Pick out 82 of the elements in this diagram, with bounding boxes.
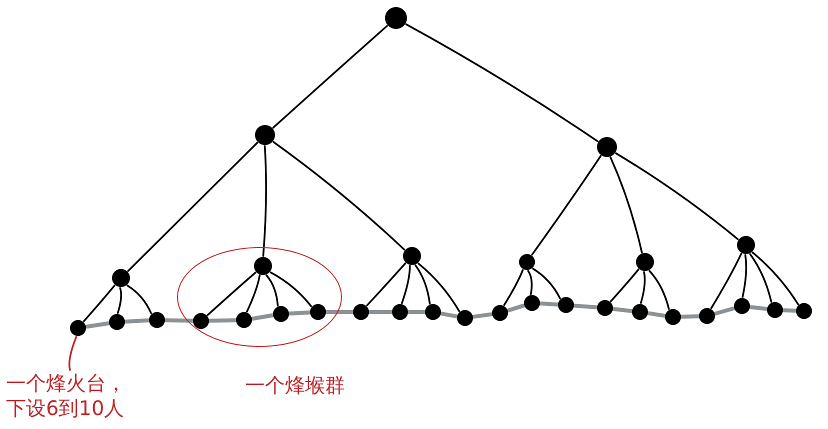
dot-node [193,313,209,329]
dot-node [236,312,252,328]
branch-line [266,274,279,306]
road-line [368,310,393,314]
road-line [748,305,768,311]
dot-node [149,312,165,328]
road-line [472,312,494,319]
dot-node [519,254,535,270]
branch-line [414,264,431,304]
dot-node [796,303,812,319]
dot-node [699,308,715,324]
leader-line [68,336,78,371]
branch-line [262,145,267,257]
branch-line [401,264,411,304]
road-line [573,304,598,310]
branch-line [532,268,561,300]
road-line [506,304,526,312]
branch-line [270,272,312,308]
branch-line [272,25,388,129]
branch-line [206,272,256,316]
dot-node [597,300,613,316]
road-line [612,307,634,313]
branch-line [610,156,643,254]
dot-node [767,302,783,318]
dot-node [112,269,130,287]
branch-line [272,141,406,250]
branch-line [126,284,152,314]
dot-node [558,297,574,313]
dot-node [273,306,289,322]
branch-line [127,142,258,272]
branch-line [615,152,739,240]
dot-node [425,304,441,320]
branch-line [640,271,646,304]
road-line [164,318,194,323]
road-line [680,314,700,319]
dot-node [734,298,750,314]
road-line [250,313,274,321]
dot-node [524,295,540,311]
dot-node [385,7,407,29]
dot-node [492,305,508,321]
branch-line [648,270,670,310]
dot-node [254,257,272,275]
branch-line [366,262,406,306]
road-line [124,318,150,324]
branch-line [531,155,602,256]
annotation-text: 一个烽火台，下设6到10人 [6,371,130,421]
dot-node [665,309,681,325]
branch-line [742,254,748,298]
branch-line [246,274,261,312]
dot-node [255,125,275,145]
road-line [646,311,666,318]
dot-node [632,304,648,320]
dot-node [636,253,654,271]
branch-line [405,23,598,142]
branch-line [418,262,460,312]
branch-line [749,253,772,303]
branch-line [503,269,524,306]
branch-line [710,252,742,309]
dot-node [310,304,326,320]
branch-line [527,270,533,295]
branch-line [610,268,640,302]
dot-node [457,310,473,326]
branch-line [752,252,799,306]
road-line [714,306,736,316]
dot-node [392,304,408,320]
road-line [440,312,458,318]
road-line [208,318,237,323]
group-label: 一个烽堠群 [245,373,345,398]
dot-node [353,304,369,320]
road-line [782,308,797,313]
branch-line [83,284,116,322]
road-line [539,302,559,306]
dot-node [70,320,86,336]
road-line [84,321,110,329]
dot-node [737,236,755,254]
road-line [288,310,311,316]
road-line [325,310,354,314]
dot-node [597,137,617,157]
dot-node [403,247,421,265]
road-line [407,310,426,314]
dot-node [109,314,125,330]
branch-line [116,287,122,314]
